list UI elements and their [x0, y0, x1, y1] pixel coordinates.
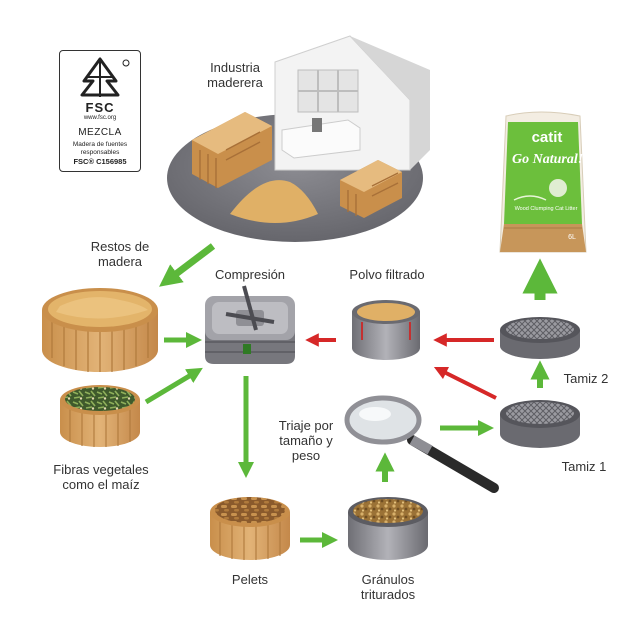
magnifier — [344, 395, 499, 493]
bag-brand: catit — [531, 129, 563, 146]
label-pelets: Pelets — [231, 572, 269, 587]
industry-scene — [167, 35, 430, 242]
granulos-container — [348, 497, 428, 560]
arrow-fibras-to-compresion — [144, 367, 203, 405]
restos-bowl — [42, 288, 158, 372]
sawdust-pile — [230, 180, 318, 223]
label-compresion: Compresión — [214, 267, 286, 282]
label-granulos-triturados: Gránulos triturados — [360, 572, 416, 602]
log-stack-right — [340, 160, 402, 218]
label-tamiz-1: Tamiz 1 — [561, 459, 607, 474]
fsc-mix: MEZCLA — [78, 127, 122, 138]
bag-volume: 6L — [568, 234, 576, 241]
fsc-url: www.fsc.org — [83, 115, 117, 121]
cat-illustration — [549, 179, 567, 197]
fsc-brand: FSC — [85, 100, 115, 115]
fsc-description: Madera de fuentes responsables — [72, 141, 128, 156]
label-triaje: Triaje por tamaño y peso — [278, 418, 334, 463]
litter-bag — [499, 111, 587, 253]
label-fibras-vegetales: Fibras vegetales como el maíz — [53, 462, 149, 492]
label-tamiz-2: Tamiz 2 — [563, 371, 609, 386]
tamiz1-sieve — [500, 400, 580, 448]
bag-line: Go Natural! — [512, 152, 584, 167]
fibras-bowl — [60, 385, 140, 447]
polvo-container — [352, 300, 420, 360]
flow-arrows — [144, 243, 558, 549]
arrow-tamiz1-to-polvo — [433, 366, 497, 400]
fsc-logo: FSC www.fsc.org MEZCLA Madera de fuentes… — [59, 50, 141, 172]
bag-subtitle: Wood Clumping Cat Litter — [514, 206, 578, 212]
fsc-tree-icon — [80, 57, 130, 97]
compression-press — [205, 285, 295, 364]
tamiz2-sieve — [500, 317, 580, 359]
factory-building — [274, 35, 430, 171]
pelets-bowl — [210, 497, 290, 560]
log-stack-left — [192, 112, 272, 188]
fsc-license: FSC® C156985 — [73, 157, 127, 166]
label-restos-de-madera: Restos de madera — [90, 239, 150, 269]
label-industria-maderera: Industria maderera — [207, 60, 263, 90]
label-polvo-filtrado: Polvo filtrado — [349, 267, 425, 282]
arrow-industry-to-restos — [159, 243, 216, 287]
